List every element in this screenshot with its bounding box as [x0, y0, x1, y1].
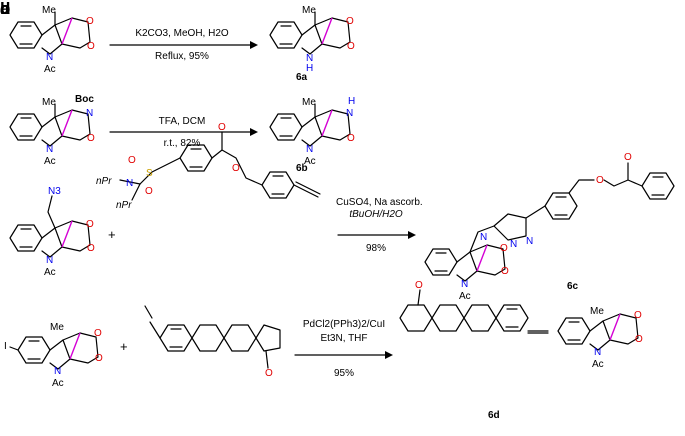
conditions-c-solvent: tBuOH/H2O: [349, 209, 403, 220]
nitrogen-label: N: [526, 236, 534, 247]
methyl-label: Me: [42, 97, 56, 108]
product-6d-structure: [399, 289, 639, 351]
methyl-label: Me: [50, 322, 64, 333]
conditions-d-yield: 95%: [333, 368, 354, 379]
oxygen-label: O: [347, 41, 355, 52]
sulfur-label: S: [146, 168, 153, 179]
nitrogen-label: N: [46, 144, 54, 155]
methyl-label: Me: [42, 5, 56, 16]
conditions-c-yield: 98%: [365, 243, 386, 254]
oxygen-label: O: [87, 243, 95, 254]
product-6c-structure: [424, 162, 675, 282]
oxygen-label: O: [218, 122, 226, 133]
oxygen-label: O: [415, 280, 423, 291]
oxygen-label: O: [500, 243, 508, 254]
acetyl-label: Ac: [44, 64, 56, 75]
conditions-b-yield: r.t., 82%: [163, 138, 201, 149]
oxygen-label: O: [86, 16, 94, 27]
acetyl-label: Ac: [592, 359, 604, 370]
oxygen-label: O: [265, 368, 273, 379]
conditions-a-yield: Reflux, 95%: [155, 51, 209, 62]
oxygen-label: O: [86, 219, 94, 230]
product-6b-structure: [269, 103, 351, 147]
azide-label: N3: [48, 186, 61, 197]
acetyl-label: Ac: [44, 267, 56, 278]
oxygen-label: O: [232, 163, 240, 174]
nitrogen-label: N: [346, 108, 354, 119]
nitrogen-label: N: [86, 108, 94, 119]
conditions-d-base-solvent: Et3N, THF: [320, 333, 368, 344]
oxygen-label: O: [346, 16, 354, 27]
methyl-label: Me: [590, 306, 604, 317]
panel-label-c: c: [0, 0, 10, 18]
nitrogen-label: N: [126, 178, 134, 189]
reactant-c-alkyne-structure: [119, 131, 321, 201]
conditions-c-reagents: CuSO4, Na ascorb.: [336, 197, 423, 208]
oxygen-label: O: [94, 328, 102, 339]
oxygen-label: O: [634, 310, 642, 321]
panel-label-a: a: [0, 0, 10, 18]
plus-sign: +: [120, 339, 128, 354]
compound-label-6d: 6d: [488, 410, 500, 421]
reactant-a-structure: [9, 11, 91, 55]
nitrogen-label: N: [46, 255, 54, 266]
nitrogen-label: N: [594, 347, 602, 358]
propyl-label: nPr: [96, 176, 112, 187]
boc-label: Boc: [75, 94, 94, 105]
oxygen-label: O: [128, 155, 136, 166]
nitrogen-label: N: [306, 144, 314, 155]
amine-h-label: H: [306, 63, 314, 74]
nitrogen-label: N: [480, 232, 488, 243]
amine-h-label: H: [348, 96, 356, 107]
oxygen-label: O: [87, 41, 95, 52]
oxygen-label: O: [635, 334, 643, 345]
oxygen-label: O: [95, 353, 103, 364]
nitrogen-label: N: [461, 279, 469, 290]
reactant-b-structure: [9, 103, 91, 147]
oxygen-label: O: [596, 175, 604, 186]
reactant-c-azide-structure: [9, 195, 91, 258]
reactant-d-iodide-structure: [9, 332, 99, 370]
nitrogen-label: N: [46, 52, 54, 63]
acetyl-label: Ac: [52, 378, 64, 389]
methyl-label: Me: [302, 97, 316, 108]
acetyl-label: Ac: [44, 156, 56, 167]
compound-label-6b: 6b: [296, 163, 308, 174]
oxygen-label: O: [145, 186, 153, 197]
iodine-label: I: [4, 341, 7, 352]
compound-label-6c: 6c: [567, 281, 579, 292]
conditions-d-catalyst: PdCl2(PPh3)2/CuI: [302, 319, 386, 330]
oxygen-label: O: [624, 152, 632, 163]
oxygen-label: O: [347, 133, 355, 144]
product-6a-structure: [269, 11, 351, 55]
propyl-label: nPr: [116, 200, 132, 211]
nitrogen-label: N: [54, 366, 62, 377]
plus-sign: +: [108, 227, 116, 242]
nitrogen-label: N: [510, 239, 518, 250]
oxygen-label: O: [501, 266, 509, 277]
compound-label-6a: 6a: [296, 72, 308, 83]
acetyl-label: Ac: [304, 156, 316, 167]
conditions-a-reagents: K2CO3, MeOH, H2O: [135, 28, 229, 39]
conditions-b-reagents: TFA, DCM: [158, 116, 206, 127]
oxygen-label: O: [87, 133, 95, 144]
methyl-label: Me: [302, 5, 316, 16]
reactant-d-steroid-structure: [144, 305, 281, 369]
panel-label-b: b: [0, 0, 11, 18]
acetyl-label: Ac: [459, 291, 471, 302]
nitrogen-label: N: [306, 53, 314, 64]
panel-label-d: d: [0, 0, 11, 18]
